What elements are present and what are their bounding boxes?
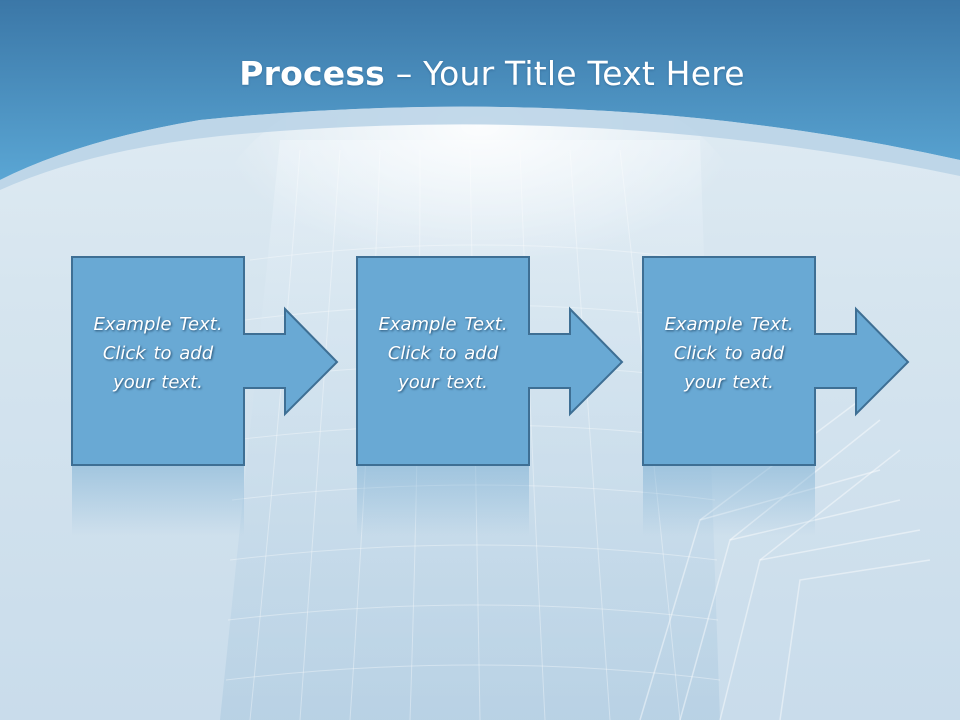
process-step-3[interactable]: Example Text. Click to add your text.: [642, 256, 960, 468]
step-1-line-2: Click to add: [102, 343, 214, 364]
title-rest: – Your Title Text Here: [385, 54, 745, 93]
step-3-arrow-shape: [642, 256, 910, 466]
process-step-1[interactable]: Example Text. Click to add your text.: [71, 256, 411, 468]
step-3-reflection: [643, 466, 815, 536]
step-2-line-2: Click to add: [387, 343, 499, 364]
step-1-line-3: your text.: [113, 372, 203, 393]
step-3-line-1: Example Text.: [664, 314, 794, 335]
step-1-reflection: [72, 466, 244, 536]
process-step-2[interactable]: Example Text. Click to add your text.: [356, 256, 696, 468]
step-2-reflection: [357, 466, 529, 536]
title-bold: Process: [239, 54, 386, 93]
step-3-line-2: Click to add: [673, 343, 785, 364]
step-2-line-1: Example Text.: [378, 314, 508, 335]
step-1-arrow-shape: [71, 256, 339, 466]
step-2-arrow-shape: [356, 256, 624, 466]
step-1-line-1: Example Text.: [93, 314, 223, 335]
slide-title[interactable]: Process – Your Title Text Here: [0, 52, 960, 96]
step-1-text[interactable]: Example Text. Click to add your text.: [75, 310, 241, 397]
step-3-text[interactable]: Example Text. Click to add your text.: [646, 310, 812, 397]
step-3-line-3: your text.: [684, 372, 774, 393]
step-2-text[interactable]: Example Text. Click to add your text.: [360, 310, 526, 397]
step-2-line-3: your text.: [398, 372, 488, 393]
